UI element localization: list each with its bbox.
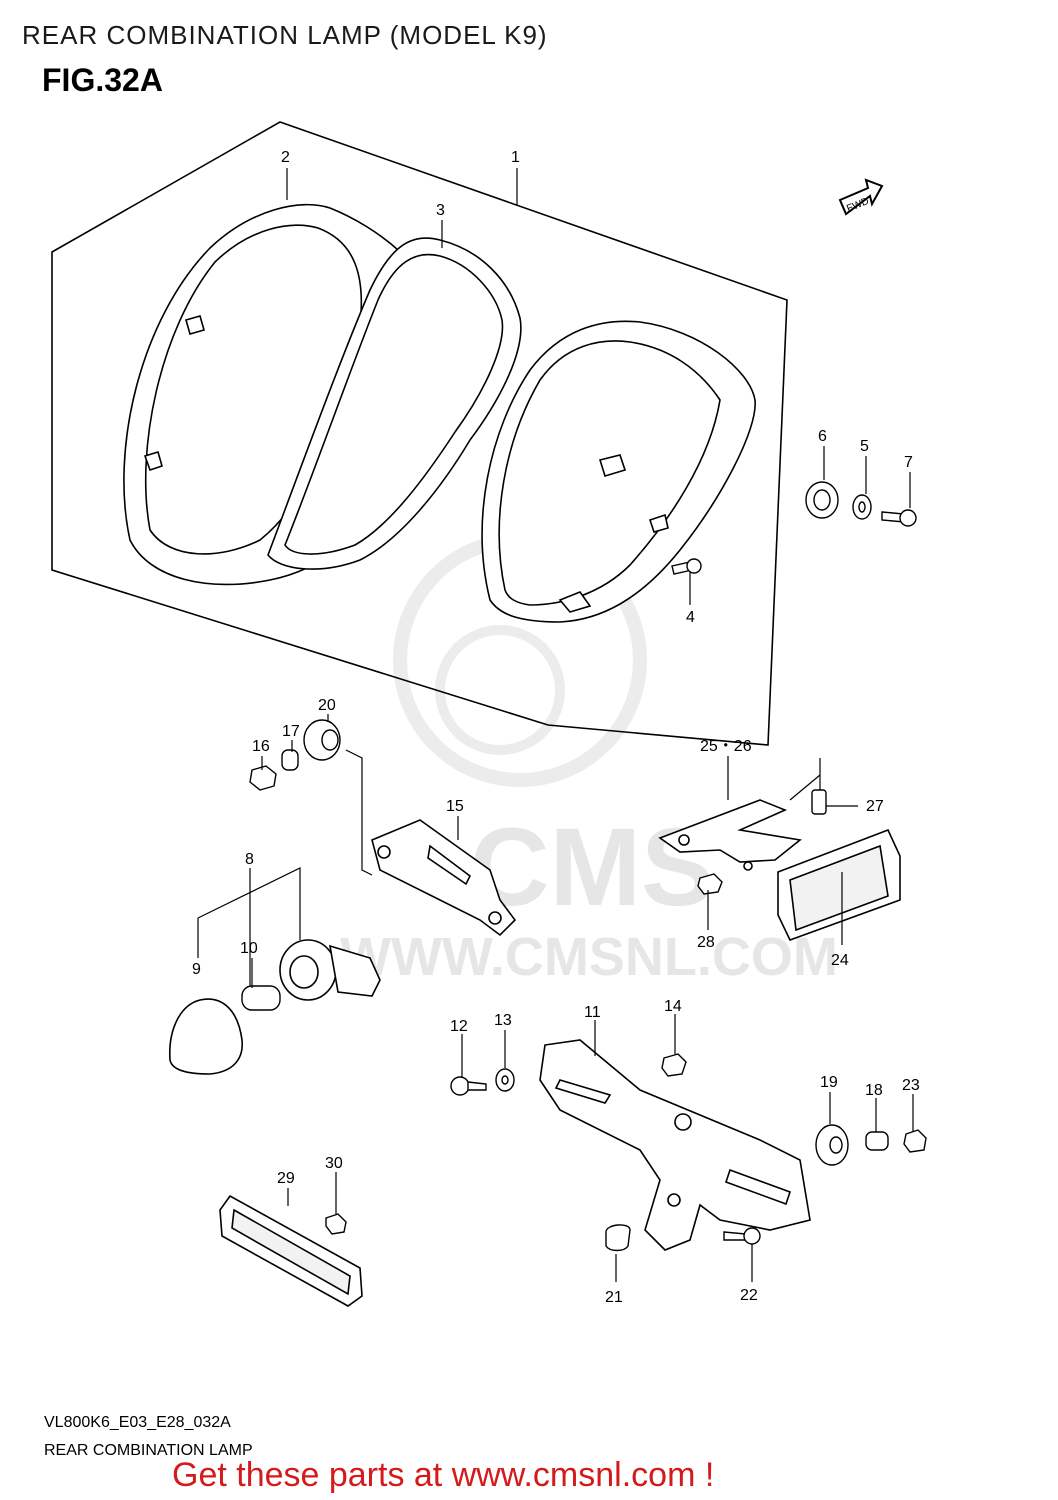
lens-gasket	[267, 237, 522, 570]
callout-30: 30	[325, 1155, 343, 1172]
diagram-name: REAR COMBINATION LAMP	[44, 1442, 253, 1459]
figure-label: FIG.32A	[42, 62, 163, 98]
socket-part-8	[279, 939, 381, 1001]
leader-lines	[197, 168, 914, 1282]
lamp-housing	[481, 320, 756, 623]
fwd-arrow-icon: FWD	[838, 178, 884, 216]
callout-numbers: 2 1 3 4 6 5 7 16 17 20 15 8 10 9 25・26 2…	[192, 149, 920, 1306]
nut-part-30	[325, 1213, 347, 1235]
callout-17: 17	[282, 723, 300, 740]
screw-part-4	[671, 558, 702, 575]
spacer-part-17	[281, 749, 299, 771]
bulb-part-10	[241, 985, 281, 1011]
screw-part-22	[723, 1227, 761, 1245]
screw-part-27	[811, 789, 827, 815]
nut-part-28	[697, 873, 723, 895]
grommet-part-20	[303, 719, 341, 761]
callout-19: 19	[820, 1074, 838, 1091]
diagram-code: VL800K6_E03_E28_032A	[44, 1414, 231, 1431]
callout-28: 28	[697, 934, 715, 951]
callout-22: 22	[740, 1287, 758, 1304]
lens-part-9	[169, 998, 243, 1075]
reflector-part-29	[219, 1194, 363, 1307]
screw-part-12	[450, 1076, 487, 1096]
callout-24: 24	[831, 952, 849, 969]
cap-part-21	[605, 1224, 631, 1252]
watermark-brand: CMS	[470, 806, 714, 929]
callout-12: 12	[450, 1018, 468, 1035]
callout-4: 4	[686, 609, 695, 626]
washer-part-5	[852, 494, 872, 520]
nut-part-14	[661, 1053, 687, 1077]
watermark-url: WWW.CMSNL.COM	[340, 927, 838, 987]
grommet-part-19	[815, 1124, 849, 1166]
callout-2: 2	[281, 149, 290, 166]
bracket-part-25-26	[658, 799, 802, 871]
callout-1: 1	[511, 149, 520, 166]
page-title: REAR COMBINATION LAMP (MODEL K9)	[22, 20, 548, 50]
callout-23: 23	[902, 1077, 920, 1094]
grommet-part-6	[805, 481, 839, 519]
callout-11: 11	[584, 1004, 601, 1021]
callout-21: 21	[605, 1289, 623, 1306]
assembly-boundary	[51, 121, 788, 746]
callout-29: 29	[277, 1170, 295, 1187]
watermark-logo: CMS WWW.CMSNL.COM	[340, 533, 838, 987]
spacer-part-18	[865, 1131, 889, 1151]
nut-part-23	[903, 1129, 927, 1153]
bracket-part-15	[371, 819, 517, 937]
callout-13: 13	[494, 1012, 512, 1029]
callout-6: 6	[818, 428, 827, 445]
bracket-part-11	[539, 1039, 811, 1251]
callout-25-26: 25・26	[700, 738, 752, 755]
promo-link[interactable]: Get these parts at www.cmsnl.com !	[172, 1456, 715, 1494]
nut-part-16	[249, 765, 277, 791]
screw-part-7	[881, 509, 917, 527]
callout-27: 27	[866, 798, 884, 815]
callout-20: 20	[318, 697, 336, 714]
callout-10: 10	[240, 940, 258, 957]
callout-9: 9	[192, 961, 201, 978]
washer-part-13	[495, 1068, 515, 1092]
callout-3: 3	[436, 202, 445, 219]
callout-14: 14	[664, 998, 682, 1015]
callout-5: 5	[860, 438, 869, 455]
reflector-part-24	[777, 828, 901, 941]
callout-7: 7	[904, 454, 913, 471]
callout-16: 16	[252, 738, 270, 755]
callout-8: 8	[245, 851, 254, 868]
callout-15: 15	[446, 798, 464, 815]
callout-18: 18	[865, 1082, 883, 1099]
